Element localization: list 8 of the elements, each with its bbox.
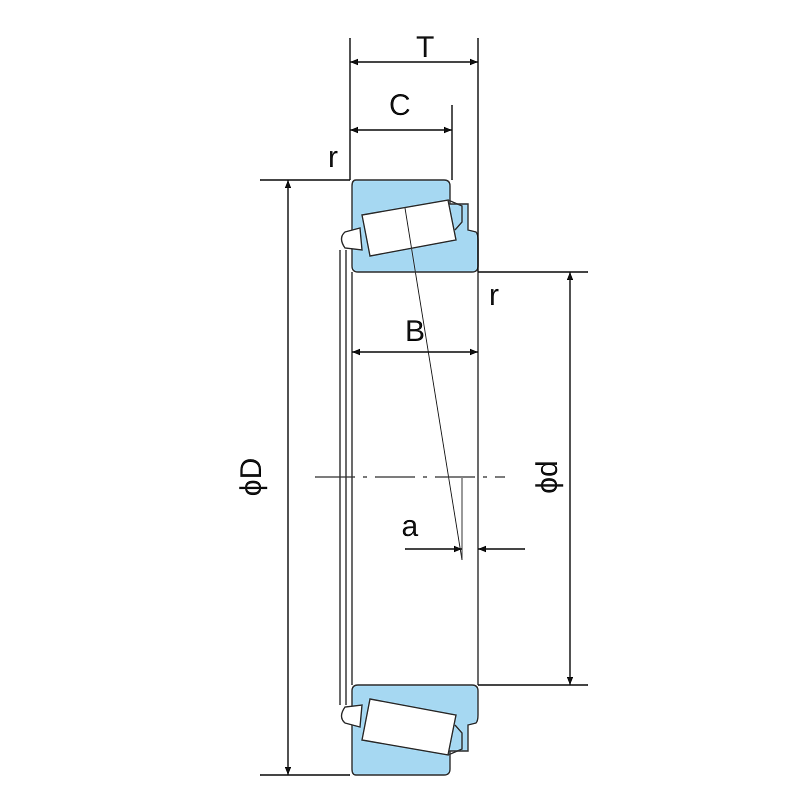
dimension-label: a (402, 512, 418, 542)
dimension-label: ϕD (237, 458, 268, 496)
dimension-label: C (389, 91, 411, 121)
dimension-label: T (416, 33, 434, 63)
dimension-label: r (489, 281, 499, 311)
dimension-label: ϕd (532, 460, 563, 494)
dimension-label: r (328, 143, 338, 173)
dimension-label: B (405, 317, 426, 347)
